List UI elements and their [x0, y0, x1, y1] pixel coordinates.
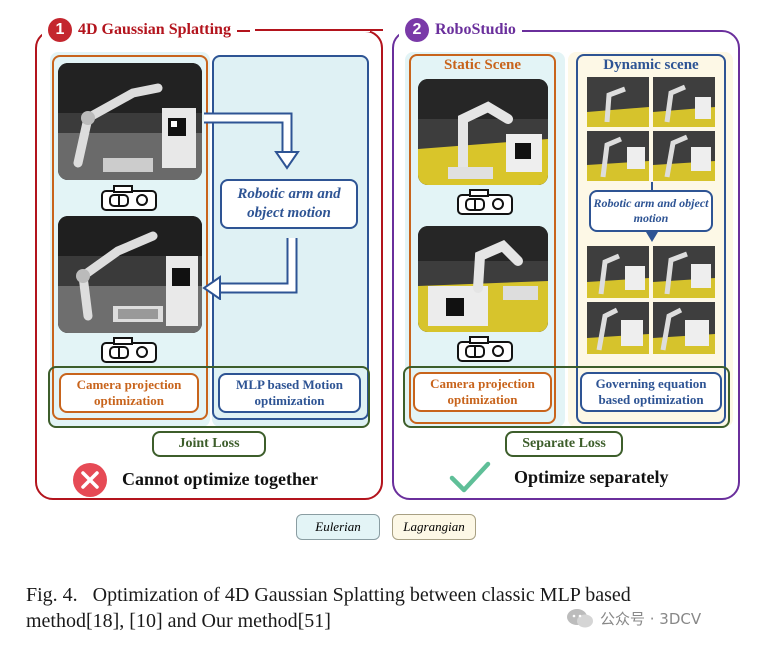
- dynamic-scene-grid-top: [587, 77, 715, 181]
- camera-icon-left-top: [100, 184, 158, 212]
- motion-flow-arrows: [202, 112, 300, 300]
- left-motion-label: Robotic arm and object motion: [220, 179, 358, 229]
- static-scene-title: Static Scene: [443, 57, 522, 73]
- joint-loss-region: [48, 366, 370, 428]
- static-scene-photo-top: [418, 79, 548, 185]
- left-camera-column: [52, 55, 208, 420]
- figure-caption-line2: method[18], [10] and Our method[51]: [26, 610, 331, 632]
- right-panel-number: 2: [405, 18, 429, 42]
- cross-icon: [72, 462, 108, 498]
- static-scene-photo-bottom: [418, 226, 548, 332]
- left-panel-header: 1 4D Gaussian Splatting: [42, 18, 237, 42]
- left-verdict: Cannot optimize together: [122, 469, 318, 489]
- separate-loss-region: [403, 366, 730, 428]
- right-motion-label: Robotic arm and object motion: [589, 190, 713, 232]
- wechat-icon: [567, 609, 593, 628]
- governing-equation-label: Governing equation based optimization: [580, 372, 722, 412]
- dynamic-scene-column: [576, 54, 726, 424]
- watermark: 公众号 · 3DCV: [566, 607, 701, 629]
- camera-icon-left-bottom: [100, 336, 158, 364]
- left-motion-column: [212, 55, 369, 420]
- robot-photo-bottom: [58, 216, 202, 333]
- camera-icon-right-top: [456, 188, 514, 216]
- panel-robostudio: [392, 30, 740, 500]
- separate-loss-label: Separate Loss: [505, 431, 623, 457]
- robot-photo-top: [58, 63, 202, 180]
- right-camera-projection-label: Camera projection optimization: [413, 372, 552, 412]
- left-camera-projection-label: Camera projection optimization: [59, 373, 199, 413]
- left-panel-number: 1: [48, 18, 72, 42]
- dynamic-scene-grid-bottom: [587, 246, 715, 354]
- dynamic-scene-title: Dynamic scene: [603, 57, 699, 73]
- camera-icon-right-bottom: [456, 335, 514, 363]
- left-panel-title: 4D Gaussian Splatting: [78, 21, 231, 38]
- legend-lagrangian: Lagrangian: [392, 514, 476, 540]
- watermark-text: 公众号 · 3DCV: [600, 609, 702, 628]
- right-verdict: Optimize separately: [514, 467, 669, 487]
- mlp-motion-label: MLP based Motion optimization: [218, 373, 361, 413]
- right-panel-header: 2 RoboStudio: [399, 18, 522, 42]
- right-panel-title: RoboStudio: [435, 21, 516, 38]
- legend-eulerian: Eulerian: [296, 514, 380, 540]
- joint-loss-label: Joint Loss: [152, 431, 266, 457]
- figure-caption-line1: Fig. 4. Optimization of 4D Gaussian Spla…: [26, 584, 631, 606]
- check-icon: [448, 460, 492, 494]
- static-scene-column: [409, 54, 556, 424]
